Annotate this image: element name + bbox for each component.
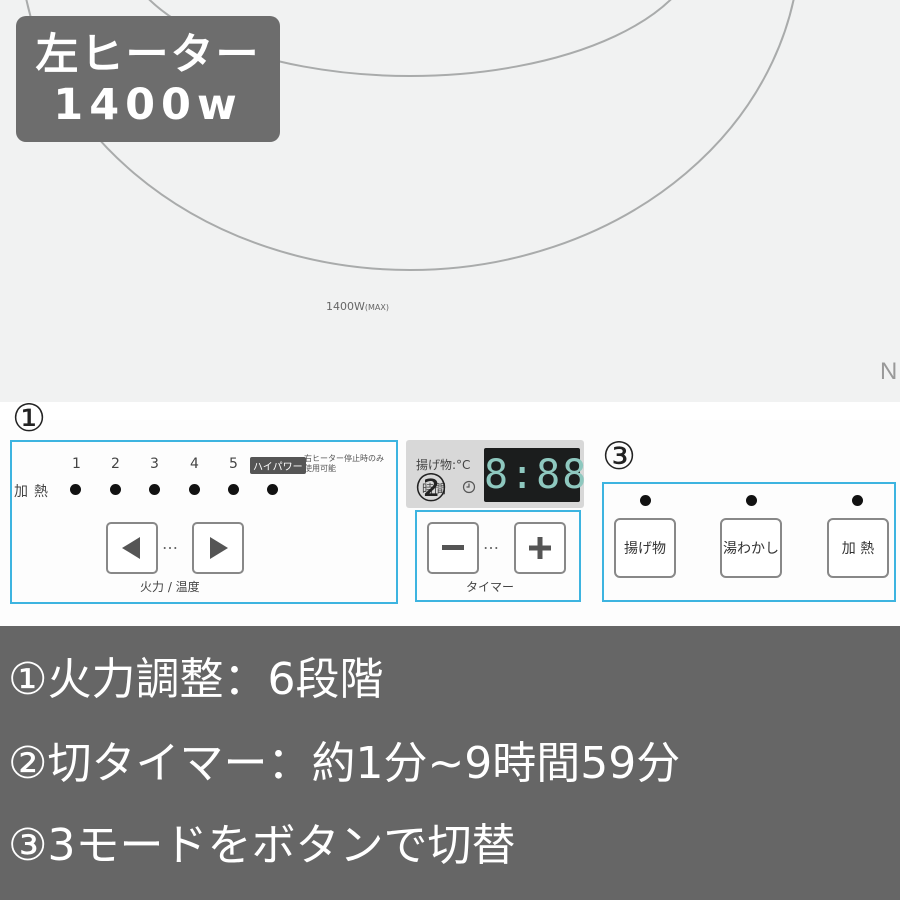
level-indicator-dot [110, 484, 121, 495]
outer-burner-ring [25, 0, 795, 271]
feature-banner: ①火力調整：6段階 ②切タイマー：約1分~9時間59分 ③3モードをボタンで切替 [0, 626, 900, 900]
level-number: 4 [190, 456, 199, 472]
button-ellipsis: … [162, 534, 179, 553]
mode-button-deep-fry[interactable]: 揚げ物 [614, 518, 676, 578]
power-down-button[interactable] [106, 522, 158, 574]
heater-wattage: 1400w [53, 80, 243, 130]
heating-row-label: 加熱 [14, 484, 54, 500]
level-number: 3 [150, 456, 159, 472]
power-up-button[interactable] [192, 522, 244, 574]
level-indicator-dot [189, 484, 200, 495]
max-power-label: 1400W(MAX) [326, 300, 389, 313]
plus-icon [529, 537, 551, 559]
level-number: 5 [229, 456, 238, 472]
section1-marker: ① [12, 396, 47, 440]
heater-name: 左ヒーター [35, 30, 261, 80]
power-temp-caption: 火力 / 温度 [140, 580, 200, 594]
section3-marker: ③ [602, 434, 637, 478]
section2-marker: ② [414, 466, 449, 510]
clock-icon [462, 480, 476, 494]
burner-ring-graphic [25, 0, 795, 271]
display-label-time: 時間 [422, 482, 447, 496]
timer-minus-button[interactable] [427, 522, 479, 574]
inner-burner-ring [148, 0, 672, 77]
max-power-value: 1400W [326, 300, 365, 313]
timer-caption: タイマー [466, 580, 515, 594]
high-power-note: 右ヒーター停止時のみ 使用可能 [304, 454, 384, 474]
level-number: 2 [111, 456, 120, 472]
timer-plus-button[interactable] [514, 522, 566, 574]
timer-ellipsis: … [483, 534, 500, 553]
display-label-fry-temp: 揚げ物:°C [416, 458, 471, 472]
section2-outline [415, 510, 581, 602]
mode-indicator-dot [640, 495, 651, 506]
level-indicator-dot [70, 484, 81, 495]
level-indicator-dot [228, 484, 239, 495]
max-power-suffix: (MAX) [364, 303, 389, 312]
cooktop-surface: 左ヒーター 1400w 1400W(MAX) N [0, 0, 900, 402]
level-indicator-dot [149, 484, 160, 495]
triangle-left-icon [122, 537, 140, 559]
feature-line-modes: ③3モードをボタンで切替 [8, 820, 516, 871]
feature-line-power-levels: ①火力調整：6段階 [8, 654, 384, 705]
heater-label-badge: 左ヒーター 1400w [16, 16, 280, 142]
brand-logo-fragment: N [880, 358, 898, 385]
mode-button-heat[interactable]: 加 熱 [827, 518, 889, 578]
high-power-note-line: 使用可能 [304, 464, 336, 473]
section3-outline [602, 482, 896, 602]
feature-line-timer: ②切タイマー：約1分~9時間59分 [8, 738, 681, 789]
minus-icon [442, 545, 464, 550]
lcd-readout: 8:88 [484, 448, 586, 502]
high-power-note-line: 右ヒーター停止時のみ [304, 454, 384, 463]
high-power-badge: ハイパワー [250, 457, 306, 474]
mode-button-boil-water[interactable]: 湯わかし [720, 518, 782, 578]
mode-indicator-dot [852, 495, 863, 506]
level-indicator-dot [267, 484, 278, 495]
level-number: 1 [72, 456, 81, 472]
mode-indicator-dot [746, 495, 757, 506]
triangle-right-icon [210, 537, 228, 559]
section1-outline [10, 440, 398, 604]
